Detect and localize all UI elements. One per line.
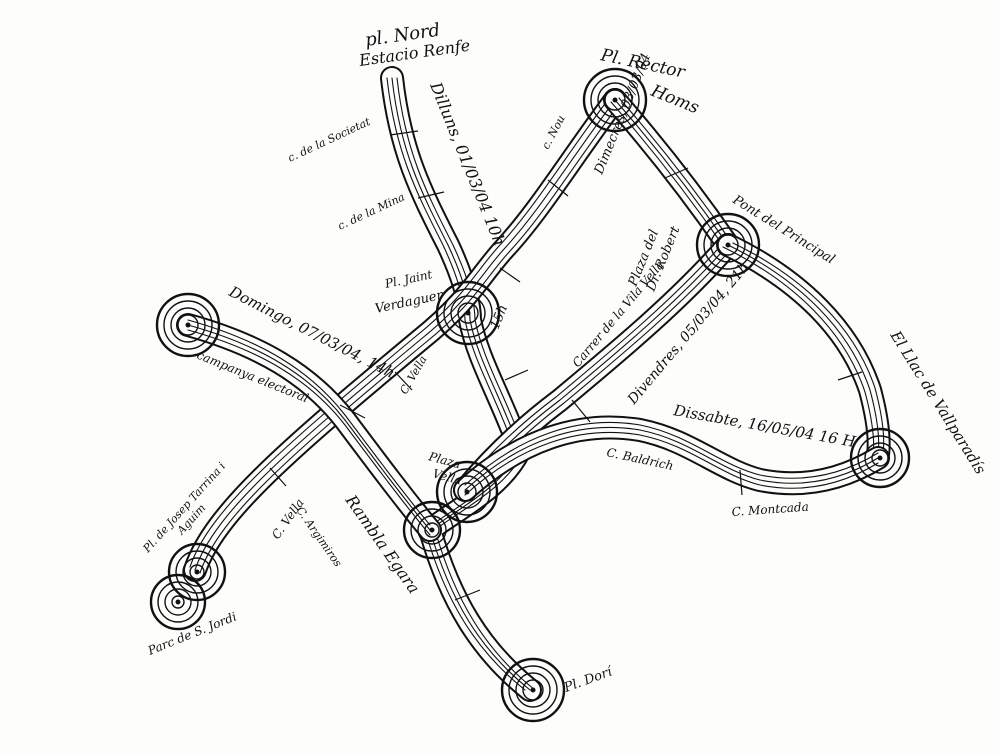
label-pl-joan: Pl. Jaint: [383, 267, 434, 291]
label-homs: Homs: [647, 81, 702, 119]
segment-ticks: [269, 130, 863, 601]
route-rector-to-josep: [183, 88, 627, 582]
station-pl-dori[interactable]: [500, 657, 566, 723]
route-dissabte: [453, 415, 890, 502]
label-c-argimiro: C. Argimiros: [294, 504, 345, 569]
label-c-montcada: C. Montcada: [731, 500, 809, 519]
station-domingo-start[interactable]: [155, 292, 221, 358]
route-rector-pont: [603, 88, 740, 257]
station-parc-sant-jordi[interactable]: [149, 573, 207, 631]
date-domingo: Domingo, 07/03/04, 14h: [225, 282, 398, 382]
station-pont-del-principal[interactable]: [695, 212, 761, 278]
route-vallparadis: [716, 233, 891, 467]
station-rector-homs[interactable]: [582, 67, 648, 133]
station-vallparadis[interactable]: [849, 427, 911, 489]
route-domingo: [176, 313, 442, 542]
route-north-to-dori: [380, 66, 542, 702]
label-c-nou: c. Nou: [539, 113, 568, 151]
station-josep-tarrina[interactable]: [167, 542, 227, 602]
station-rambla-egara[interactable]: [402, 500, 462, 560]
station-plaza-vella[interactable]: [435, 460, 499, 524]
label-c-societat: c. de la Societat: [286, 115, 373, 165]
label-c-mina: c. de la Mina: [336, 190, 407, 232]
station-verdaguer[interactable]: [435, 280, 501, 346]
label-pl-dori: Pl. Dorí: [561, 664, 616, 696]
